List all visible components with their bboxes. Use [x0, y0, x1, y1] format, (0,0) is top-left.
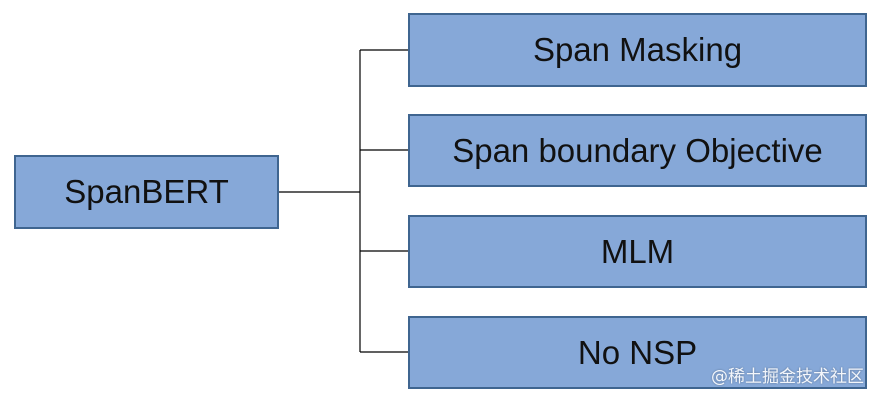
child-node-mlm: MLM [408, 215, 867, 288]
child-node-span-boundary-objective: Span boundary Objective [408, 114, 867, 187]
child-node-label: MLM [600, 232, 675, 270]
child-node-no-nsp: No NSP [408, 316, 867, 389]
root-node-label: SpanBERT [64, 173, 229, 210]
child-node-label: No NSP [577, 333, 698, 371]
root-node-spanbert: SpanBERT [14, 155, 279, 229]
child-node-span-masking: Span Masking [408, 13, 867, 87]
child-node-label: Span boundary Objective [452, 131, 823, 169]
child-node-label: Span Masking [532, 31, 743, 68]
watermark: @稀土掘金技术社区 [711, 367, 864, 387]
